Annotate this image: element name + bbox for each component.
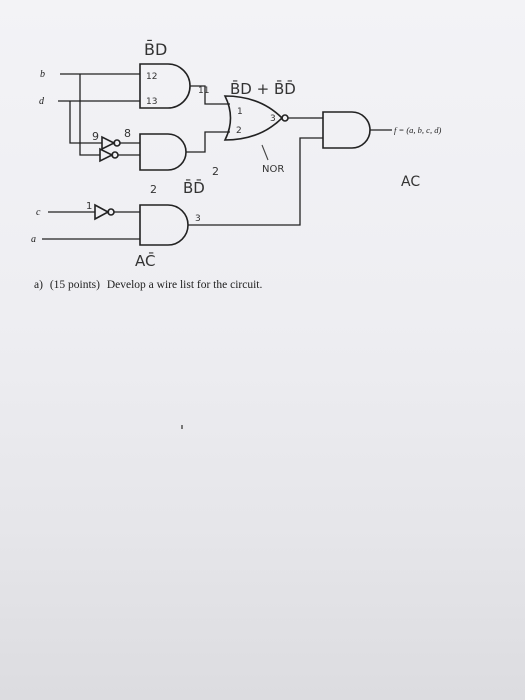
pencil-mark <box>181 425 183 429</box>
wire-g2-to-nor <box>186 131 230 153</box>
and-gate-1 <box>139 63 230 109</box>
input-label-b: b <box>40 69 45 80</box>
pin-3: 3 <box>195 214 201 224</box>
output-expression: f = (a, b, c, d) <box>394 125 441 135</box>
input-label-a: a <box>31 234 36 245</box>
question-points: (15 points) <box>49 279 100 291</box>
and-gate-2 <box>139 131 230 171</box>
pin-nor-1: 1 <box>237 107 243 117</box>
pin-nor-3: 3 <box>270 114 276 124</box>
input-wires <box>42 73 140 240</box>
pin-mid-2: 2 <box>212 165 219 178</box>
pin-13: 13 <box>146 97 157 107</box>
nor-gate <box>223 95 310 141</box>
pin-8: 8 <box>124 127 131 140</box>
input-label-d: d <box>39 96 45 107</box>
question-part: a) <box>34 279 43 291</box>
question-prompt: Develop a wire list for the circuit. <box>106 279 263 291</box>
question-text: a) (15 points) Develop a wire list for t… <box>34 279 266 291</box>
pin-1: 1 <box>86 201 92 212</box>
wire-d-to-inverter <box>69 101 102 144</box>
inverter-d <box>101 135 140 151</box>
annotation-bd-bar: B̄D̄ <box>183 178 205 197</box>
pin-11: 11 <box>198 86 209 96</box>
annotation-nor: NOR <box>262 164 284 175</box>
logic-circuit-diagram: b d c a f = (a, b, c, d) B̄D B̄D + B̄D̄ … <box>31 40 441 270</box>
pin-12: 12 <box>146 72 157 82</box>
annotation-ac-bar: AC̄ <box>135 251 155 270</box>
wire-b-to-inverter <box>79 74 100 156</box>
annotation-ac: AC <box>401 174 420 190</box>
and-gate-4 <box>139 137 323 246</box>
pin-9: 9 <box>92 130 99 143</box>
input-label-c: c <box>36 207 41 218</box>
wire-g4-to-final <box>188 137 323 226</box>
wire-g1-to-nor <box>190 85 230 105</box>
inverter-c <box>94 203 140 221</box>
inverter-b <box>99 147 140 163</box>
pin-2: 2 <box>150 183 157 196</box>
pin-nor-2: 2 <box>236 126 242 136</box>
annotation-sum: B̄D + B̄D̄ <box>230 79 296 98</box>
annotation-bd: B̄D <box>144 40 167 59</box>
final-and-gate <box>310 111 392 149</box>
nor-pointer-arrow <box>261 144 269 161</box>
